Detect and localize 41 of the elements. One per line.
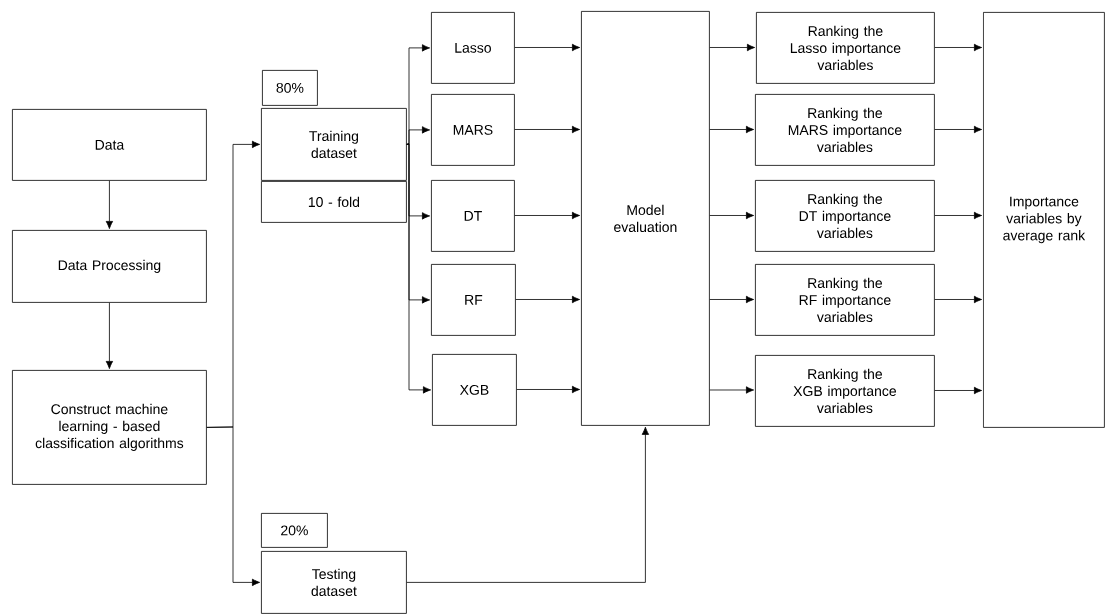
arrow xyxy=(709,43,755,52)
process-box: Data xyxy=(12,109,207,181)
process-box: Ranking the XGB importance variables xyxy=(755,355,935,427)
arrow xyxy=(709,386,754,394)
arrow xyxy=(934,43,982,52)
arrow xyxy=(206,426,260,587)
arrow xyxy=(709,211,754,220)
process-box: Data Processing xyxy=(12,230,207,303)
process-box: Ranking the MARS importance variables xyxy=(755,94,935,166)
arrow xyxy=(934,386,982,395)
arrow xyxy=(514,125,580,134)
process-box: Model evaluation xyxy=(581,11,710,426)
arrow xyxy=(934,211,982,220)
arrow xyxy=(709,295,754,304)
process-box: Testing dataset xyxy=(261,551,407,614)
process-box: RF xyxy=(431,264,516,336)
fold-box: 10 - fold xyxy=(261,181,407,223)
arrow xyxy=(406,426,650,583)
percentage-box: 20% xyxy=(261,513,328,548)
arrow xyxy=(514,43,580,52)
arrow xyxy=(934,125,982,134)
process-box: Lasso xyxy=(431,12,515,84)
percentage-box: 80% xyxy=(262,70,318,106)
process-box: Ranking the RF importance variables xyxy=(755,264,935,336)
process-box: Ranking the DT importance variables xyxy=(755,180,935,252)
arrow xyxy=(105,180,114,229)
arrow xyxy=(406,126,430,145)
arrow xyxy=(406,143,431,394)
process-box: Ranking the Lasso importance variables xyxy=(756,12,935,84)
arrow xyxy=(515,295,580,304)
process-box: MARS xyxy=(431,94,515,166)
process-box: DT xyxy=(431,180,515,252)
arrow xyxy=(709,125,754,134)
process-box: XGB xyxy=(432,354,517,426)
arrow xyxy=(105,302,114,369)
arrow xyxy=(514,211,580,220)
process-box: Training dataset xyxy=(261,108,407,181)
arrow xyxy=(934,295,982,304)
process-box: Construct machine learning - based classification algorithms xyxy=(12,370,207,485)
process-box: Importance variables by average rank xyxy=(983,12,1105,428)
arrow xyxy=(516,385,580,394)
